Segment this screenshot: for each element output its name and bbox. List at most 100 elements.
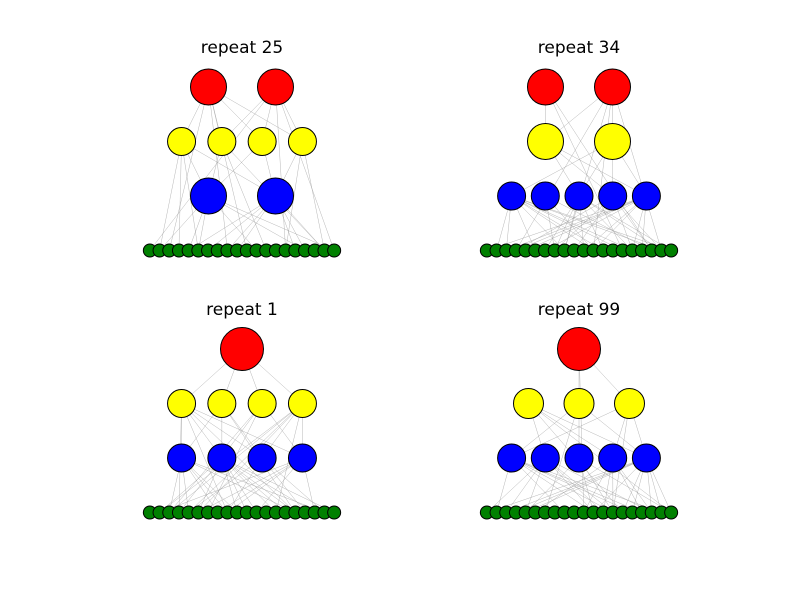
blue-node — [598, 181, 628, 211]
edge-line — [525, 195, 647, 251]
yellow-node — [563, 388, 595, 419]
yellow-node — [594, 123, 631, 160]
blue-node — [631, 181, 661, 211]
red-node — [220, 327, 264, 371]
red-node — [257, 68, 294, 106]
edge-group — [149, 86, 335, 251]
green-node — [664, 243, 679, 258]
edge-line — [217, 457, 303, 513]
blue-node — [631, 443, 661, 473]
blue-node — [530, 443, 560, 473]
edge-line — [545, 86, 652, 251]
edge-line — [544, 195, 647, 251]
edge-line — [612, 86, 662, 251]
network-panel-4: repeat 99 — [479, 300, 679, 520]
edge-line — [178, 141, 182, 251]
edge-line — [221, 457, 296, 513]
edge-line — [545, 86, 623, 251]
edge-line — [525, 457, 647, 513]
edge-line — [302, 141, 325, 251]
edge-line — [198, 457, 303, 513]
panel-title: repeat 25 — [201, 38, 283, 58]
edge-line — [285, 141, 303, 251]
blue-node — [207, 443, 237, 473]
blue-node — [190, 177, 227, 215]
yellow-node — [167, 127, 197, 156]
network-panel-3: repeat 1 — [142, 300, 342, 520]
edge-line — [169, 86, 209, 251]
panel-title: repeat 34 — [538, 38, 620, 58]
panel-title: repeat 1 — [206, 300, 278, 320]
blue-node — [530, 181, 560, 211]
blue-node — [247, 443, 277, 473]
yellow-node — [614, 388, 645, 419]
edge-line — [221, 141, 267, 251]
edge-line — [181, 403, 228, 513]
yellow-node — [287, 127, 317, 156]
panel-title: repeat 99 — [538, 300, 620, 320]
edge-line — [221, 457, 335, 513]
edge-group — [486, 348, 672, 513]
yellow-node — [527, 123, 564, 160]
edge-line — [188, 403, 303, 513]
edge-line — [528, 403, 647, 459]
edge-line — [545, 195, 652, 251]
node-group — [479, 327, 679, 520]
edge-line — [535, 457, 613, 513]
edge-line — [208, 195, 335, 251]
yellow-node — [513, 388, 544, 419]
edge-line — [564, 86, 613, 251]
yellow-node — [247, 389, 277, 418]
blue-node — [564, 443, 594, 473]
blue-node — [287, 443, 317, 473]
edge-line — [159, 457, 303, 513]
edge-line — [159, 141, 182, 251]
edge-line — [149, 86, 276, 251]
edge-line — [275, 86, 335, 251]
edge-line — [275, 86, 286, 251]
edge-line — [515, 195, 647, 251]
blue-node — [564, 181, 594, 211]
network-panel-1: repeat 25 — [142, 38, 342, 258]
green-node — [664, 505, 679, 520]
blue-node — [497, 443, 527, 473]
red-node — [190, 68, 227, 106]
edge-line — [511, 141, 613, 197]
edge-line — [578, 195, 672, 251]
node-group — [142, 68, 342, 258]
node-group — [142, 327, 342, 520]
edge-line — [181, 457, 296, 513]
blue-node — [257, 177, 294, 215]
green-node — [327, 243, 342, 258]
blue-node — [497, 181, 527, 211]
edge-line — [227, 457, 303, 513]
red-node — [557, 327, 601, 371]
edge-line — [188, 457, 263, 513]
edge-line — [511, 457, 633, 513]
edge-line — [511, 457, 614, 513]
edge-line — [544, 403, 580, 513]
blue-node — [598, 443, 628, 473]
edge-line — [181, 457, 325, 513]
edge-line — [208, 86, 228, 251]
edge-group — [159, 348, 335, 513]
edge-line — [593, 86, 613, 251]
edge-line — [181, 141, 199, 251]
edge-line — [515, 195, 613, 251]
edge-line — [221, 457, 315, 513]
green-node — [327, 505, 342, 520]
yellow-node — [167, 389, 197, 418]
red-node — [527, 68, 564, 106]
edge-line — [511, 195, 594, 251]
blue-node — [167, 443, 197, 473]
yellow-node — [287, 389, 317, 418]
edge-line — [181, 403, 296, 513]
edge-line — [545, 141, 647, 197]
edge-line — [515, 457, 647, 513]
node-group — [479, 68, 679, 258]
edge-line — [511, 195, 604, 251]
edge-line — [578, 457, 672, 513]
yellow-node — [247, 127, 277, 156]
network-panel-2: repeat 34 — [479, 38, 679, 258]
